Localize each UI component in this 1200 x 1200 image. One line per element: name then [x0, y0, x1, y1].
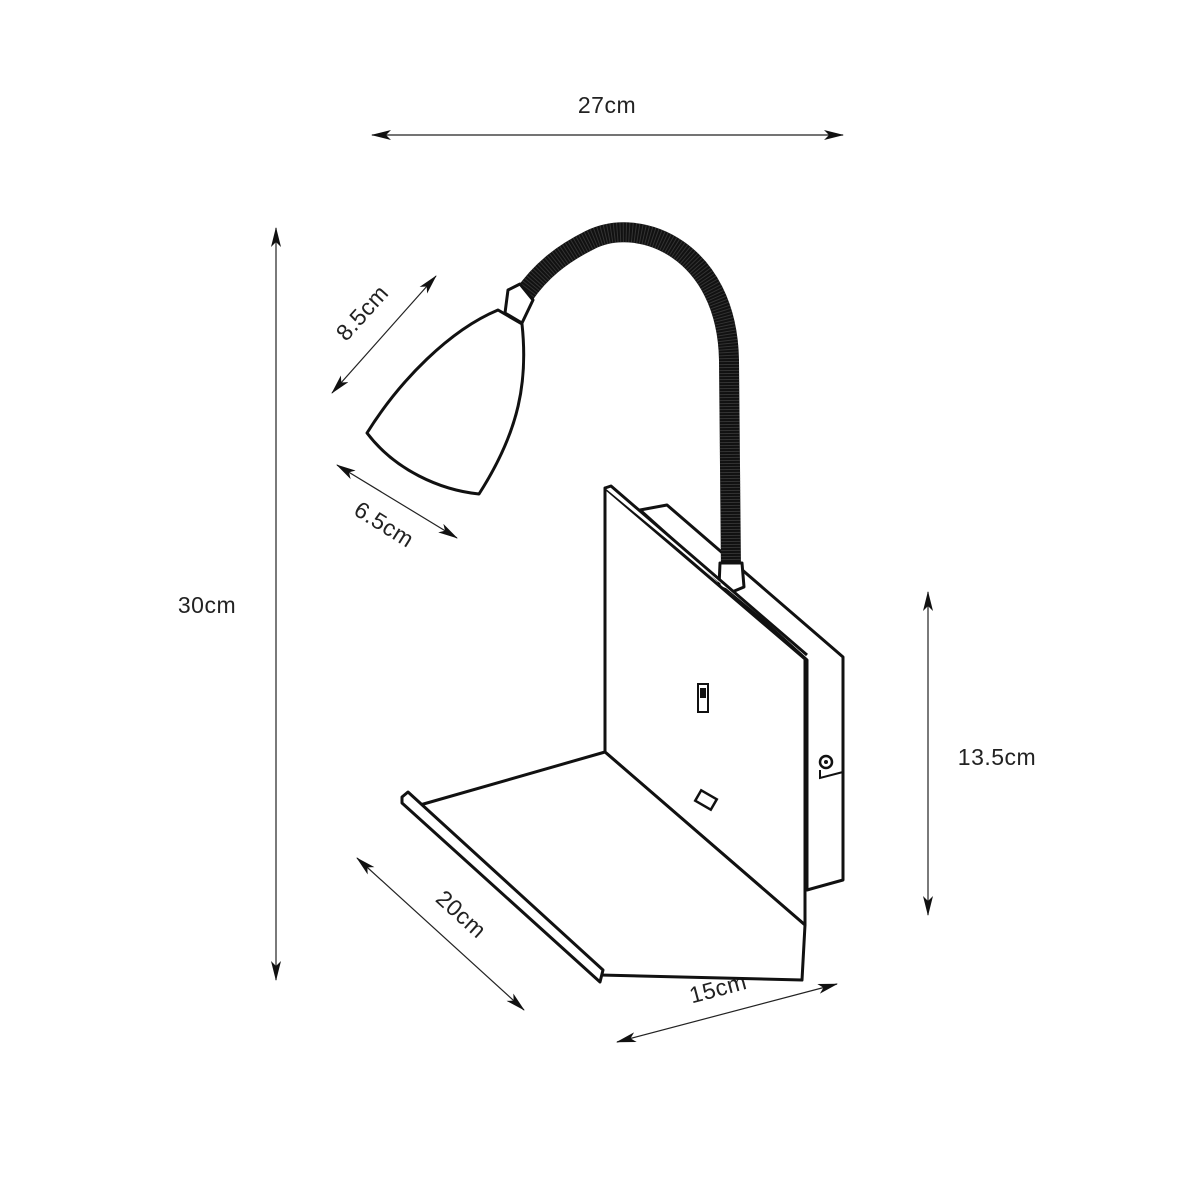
lamp-illustration [365, 222, 845, 984]
back-plate-height-label: 13.5cm [958, 744, 1036, 770]
width-label: 27cm [578, 92, 636, 118]
shelf [418, 750, 807, 982]
shade-length-arrow [331, 275, 437, 394]
shade-diameter-label: 6.5cm [350, 496, 419, 553]
height-label: 30cm [178, 592, 236, 618]
gooseneck-arm [515, 222, 741, 573]
knob-icon [818, 754, 844, 780]
shelf-depth-arrow [356, 857, 525, 1011]
shade-connector [503, 282, 535, 325]
shade-diameter-arrow [336, 464, 458, 539]
usb-port-icon [693, 788, 719, 812]
shade-length-label: 8.5cm [331, 280, 394, 346]
shelf-width-arrow [616, 983, 838, 1043]
shelf-depth-label: 20cm [431, 885, 492, 943]
lamp-shade [365, 308, 526, 496]
shelf-lip [400, 790, 605, 984]
switch-icon[interactable] [697, 683, 709, 713]
